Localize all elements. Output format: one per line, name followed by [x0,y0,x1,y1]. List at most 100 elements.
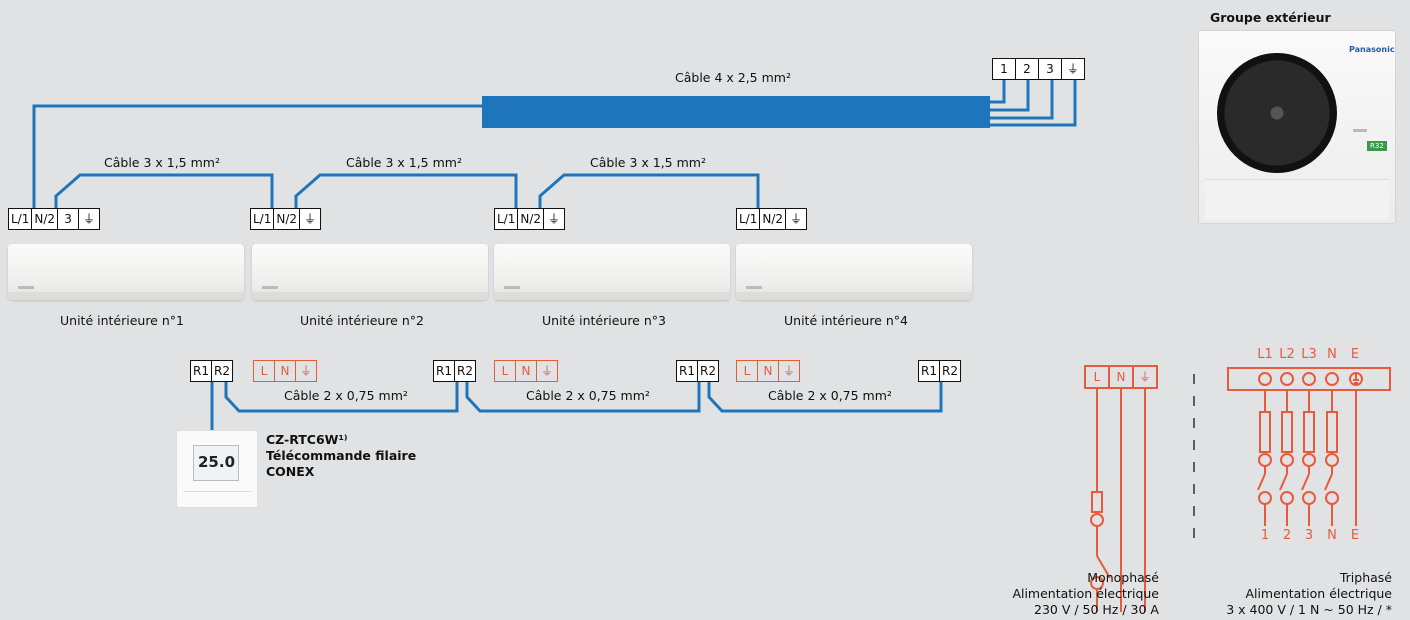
three-phase-line3: 3 x 400 V / 1 N ~ 50 Hz / * [1226,602,1392,617]
r1-terminal: R1 [919,361,940,381]
n-label: N [1116,370,1126,384]
supply-terminal-block-2: L N ⏚ [494,360,558,382]
three-phase-switchgear [1257,390,1357,526]
r2-terminal: R2 [699,364,716,378]
indoor-unit-2 [252,244,488,300]
ground-icon: ⏚ [790,212,803,226]
outdoor-unit-label: Groupe extérieur [1210,10,1331,25]
indoor-1-terminal-l1: L/1 [9,209,33,229]
indoor-2-terminal-block: L/1 N/2 ⏚ [250,208,322,230]
indoor-1-terminal-3: 3 [58,209,80,229]
indoor-unit-3 [494,244,730,300]
r1-terminal: R1 [677,361,698,381]
ground-icon: ⏚ [1066,62,1079,76]
outdoor-brand-logo: Panasonic [1349,45,1395,54]
ground-icon: ⏚ [548,212,561,226]
l3-label: L3 [1301,347,1317,362]
remote-control: 25.0 [176,430,258,508]
fan-grille [1217,53,1337,173]
out-1-label: 1 [1260,528,1270,543]
l-label: L [1093,370,1101,384]
outdoor-terminal-1: 1 [993,59,1016,79]
outdoor-handle [1353,129,1367,132]
outdoor-terminal-3: 3 [1039,59,1062,79]
outdoor-fanout-wires [990,80,1077,127]
indoor-2-terminal-l1: L/1 [251,209,275,229]
indoor-unit-2-label: Unité intérieure n°2 [300,313,424,328]
remote-desc: Télécommande filaire [266,448,417,463]
remote-terminal-block-3: R1 R2 [676,360,719,382]
l2-label: L2 [1279,347,1295,362]
phase-2-branch [1279,390,1294,526]
indoor-3-terminal-block: L/1 N/2 ⏚ [494,208,566,230]
phase-3-branch [1301,390,1316,526]
three-phase-title: Triphasé [1339,570,1392,585]
power-cable-label-1: Câble 3 x 1,5 mm² [104,155,220,170]
phase-1-branch [1257,390,1272,526]
control-cable-label-3: Câble 2 x 0,75 mm² [768,388,892,403]
outdoor-base [1205,179,1389,220]
indoor-1-terminal-n2: N/2 [32,209,59,229]
ground-icon: ⏚ [540,364,553,378]
single-phase-terminal-labels: L N ⏚ [1085,367,1157,387]
indoor-3-terminal-l1: L/1 [495,209,519,229]
three-phase-bottom-labels: 1 2 3 N E [1254,528,1366,543]
remote-display: 25.0 [198,453,236,471]
main-cable-bar [482,96,990,128]
remote-screen: 25.0 [193,445,239,481]
out-e-label: E [1350,528,1360,543]
indoor-4-terminal-block: L/1 N/2 ⏚ [736,208,808,230]
l-terminal: L [495,361,516,381]
indoor-3-terminal-n2: N/2 [518,209,545,229]
r2-terminal: R2 [213,364,230,378]
three-phase-top-labels: L1 L2 L3 N E [1254,347,1366,362]
supply-terminal-block-3: L N ⏚ [736,360,800,382]
indoor-unit-1 [8,244,244,300]
r2-terminal: R2 [941,364,958,378]
outdoor-terminal-2: 2 [1016,59,1039,79]
control-cable-label-2: Câble 2 x 0,75 mm² [526,388,650,403]
n-terminal: N [275,361,296,381]
main-cable-left-wire [32,104,482,208]
r1-terminal: R1 [191,361,212,381]
power-cable-label-3: Câble 3 x 1,5 mm² [590,155,706,170]
ground-icon: ⏚ [299,364,312,378]
outdoor-terminal-block: 1 2 3 ⏚ [992,58,1085,80]
remote-terminal-block-1: R1 R2 [190,360,233,382]
n-label: N [1327,347,1337,362]
indoor-unit-4-label: Unité intérieure n°4 [784,313,908,328]
ground-icon: ⏚ [1138,370,1151,384]
three-phase-line2: Alimentation électrique [1245,586,1392,601]
indoor-unit-4 [736,244,972,300]
indoor-4-terminal-n2: N/2 [760,209,787,229]
remote-terminal-block-4: R1 R2 [918,360,961,382]
out-n-label: N [1327,528,1337,543]
outdoor-unit: Panasonic R32 [1198,30,1396,224]
l1-label: L1 [1257,347,1273,362]
single-phase-title: Monophasé [1087,570,1159,585]
supply-terminal-block-1: L N ⏚ [253,360,317,382]
r32-badge: R32 [1367,141,1387,151]
ground-icon: ⏚ [83,212,96,226]
ground-icon: ⏚ [782,364,795,378]
single-phase-circuit [1084,365,1158,612]
remote-buttons [183,491,251,500]
three-phase-circuit [1227,367,1391,391]
indoor-2-terminal-n2: N/2 [274,209,301,229]
r2-terminal: R2 [456,364,473,378]
control-cable-label-1: Câble 2 x 0,75 mm² [284,388,408,403]
remote-terminal-block-2: R1 R2 [433,360,476,382]
indoor-unit-3-label: Unité intérieure n°3 [542,313,666,328]
indoor-4-terminal-l1: L/1 [737,209,761,229]
l-terminal: L [737,361,758,381]
power-chain-wires [54,173,760,208]
indoor-1-terminal-block: L/1 N/2 3 ⏚ [8,208,101,230]
ground-icon: ⏚ [304,212,317,226]
neutral-branch [1324,390,1339,526]
n-terminal: N [758,361,779,381]
e-label: E [1350,347,1360,362]
indoor-unit-1-label: Unité intérieure n°1 [60,313,184,328]
single-phase-line3: 230 V / 50 Hz / 30 A [1034,602,1159,617]
control-chain-wires [210,380,943,432]
